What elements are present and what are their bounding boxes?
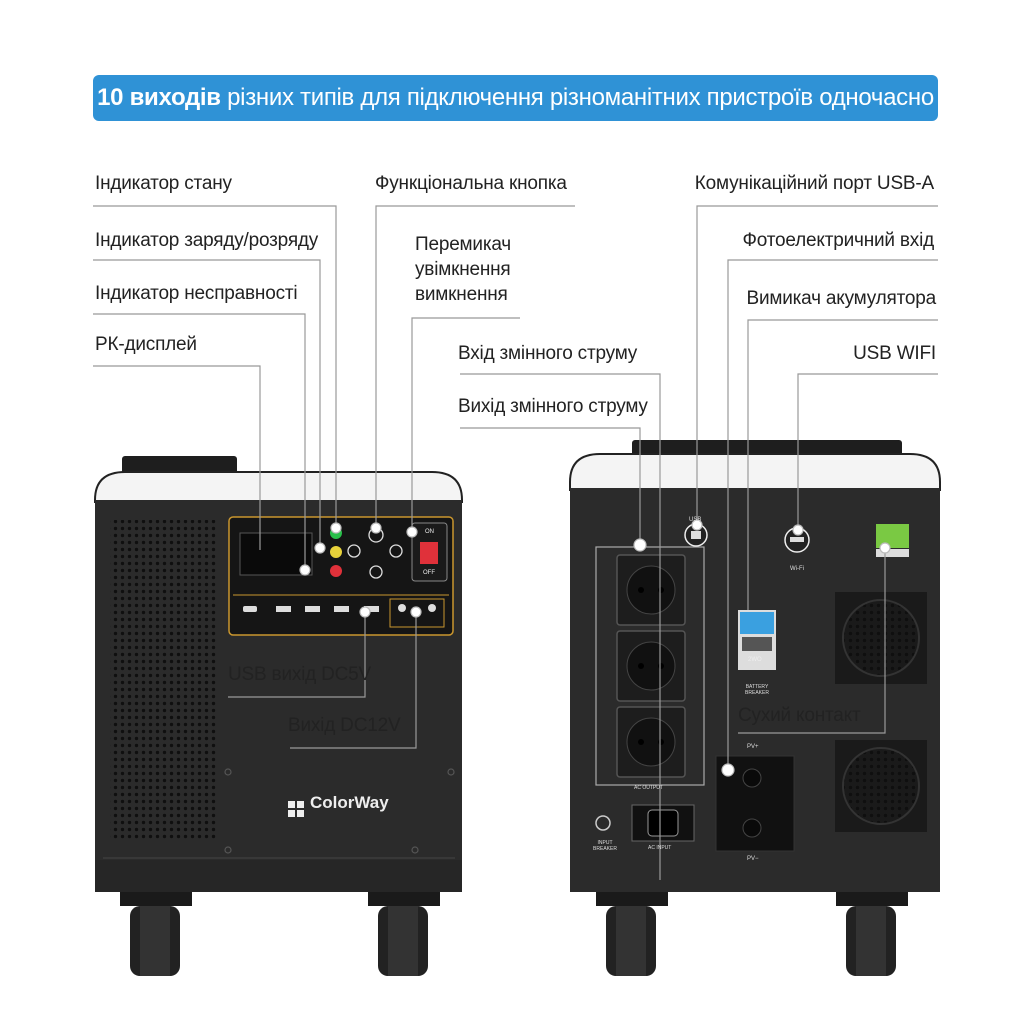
callout-dry-contact: Сухий контакт xyxy=(738,705,861,726)
callout-ac-input: Вхід змінного струму xyxy=(458,343,638,364)
headline-banner: 10 виходів різних типів для підключення … xyxy=(93,75,938,121)
battery-breaker-label: BATTERY BREAKER xyxy=(745,684,769,696)
switch-off-label: OFF xyxy=(423,570,435,576)
callout-usb-output: USB вихід DC5V xyxy=(228,664,372,685)
callout-battery-breaker: Вимикач акумулятора xyxy=(746,288,936,309)
callout-function-button: Функціональна кнопка xyxy=(375,173,567,194)
callout-power-switch: Перемикач увімкнення вимкнення xyxy=(415,232,511,307)
brand-logo-text: ColorWay xyxy=(310,793,389,812)
breaker-rating: 2WO xyxy=(748,657,762,663)
headline-bold: 10 виходів xyxy=(97,84,221,111)
ac-input-label: AC INPUT xyxy=(648,845,672,851)
headline-rest: різних типів для підключення різноманітн… xyxy=(220,84,934,111)
callout-charge-indicator: Індикатор заряду/розряду xyxy=(95,230,319,251)
input-breaker-label: INPUT BREAKER xyxy=(593,840,617,852)
colorway-logo-icon xyxy=(288,801,304,817)
switch-on-label: ON xyxy=(425,529,434,535)
back-wheels xyxy=(596,892,908,976)
callout-usb-a-port: Комунікаційний порт USB-A xyxy=(694,173,934,194)
callout-status-indicator: Індикатор стану xyxy=(95,173,232,194)
ac-output-label: AC OUTPUT xyxy=(634,785,663,791)
front-device xyxy=(94,456,463,976)
usb-port-label: USB xyxy=(689,517,702,523)
callout-ac-output: Вихід змінного струму xyxy=(458,396,648,417)
pv-minus-label: PV− xyxy=(747,856,759,862)
callout-pv-input: Фотоелектричний вхід xyxy=(742,230,935,251)
callout-power-switch-line2: увімкнення xyxy=(415,259,511,280)
pv-plus-label: PV+ xyxy=(747,744,759,750)
callout-fault-indicator: Індикатор несправності xyxy=(95,283,298,304)
wifi-port-label: Wi-Fi xyxy=(790,566,804,572)
callout-lcd-display: РК-дисплей xyxy=(95,334,197,355)
callout-usb-wifi: USB WIFI xyxy=(853,343,936,364)
callout-power-switch-line3: вимкнення xyxy=(415,284,508,305)
callout-power-switch-line1: Перемикач xyxy=(415,234,512,255)
front-wheels xyxy=(120,892,440,976)
callout-dc12-output: Вихід DC12V xyxy=(288,715,401,736)
